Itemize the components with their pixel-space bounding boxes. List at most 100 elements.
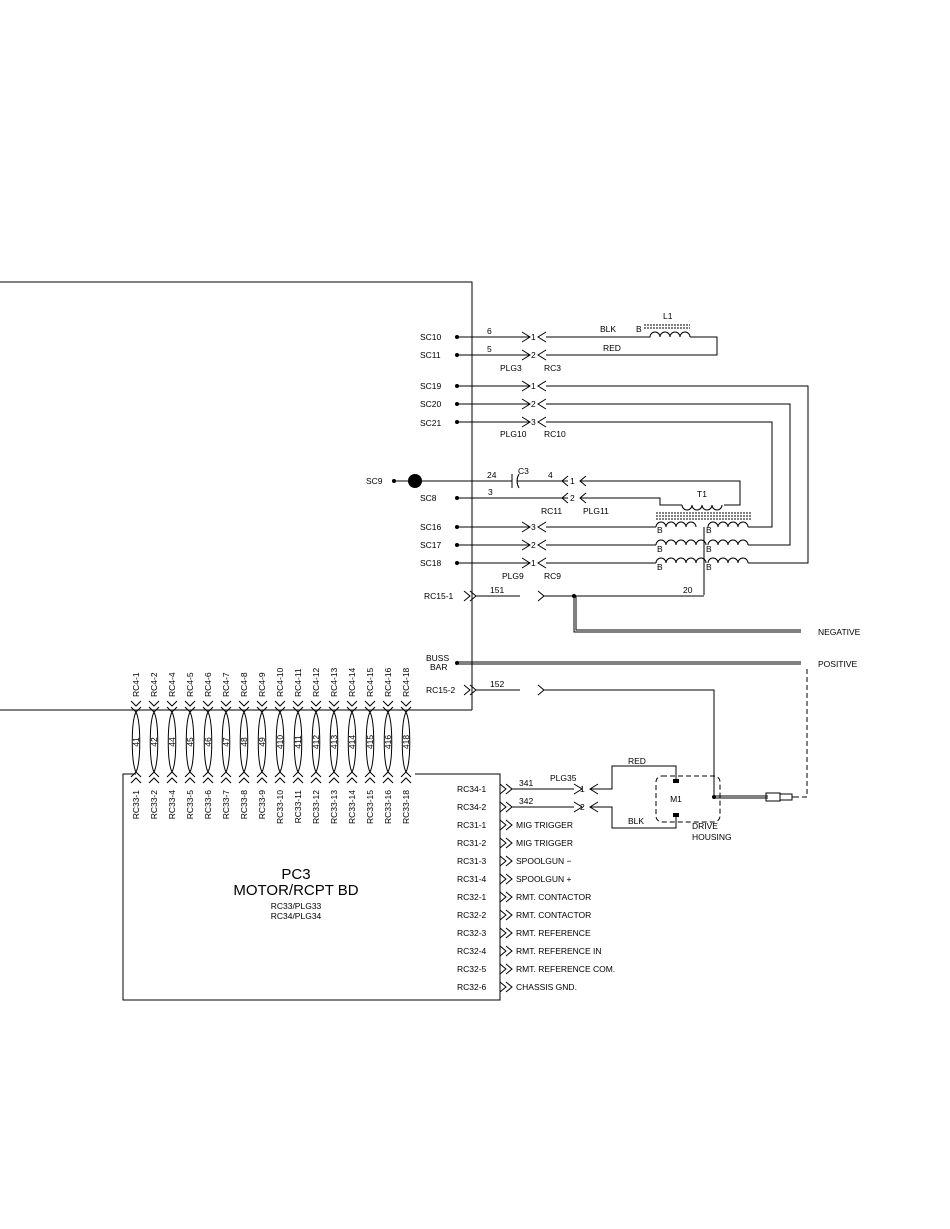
svg-text:3: 3	[531, 522, 536, 532]
svg-text:RC11: RC11	[541, 506, 562, 516]
rc33-pin-label: RC33-18	[401, 790, 411, 824]
svg-text:1: 1	[531, 381, 536, 391]
rc4-pin-label: RC4-6	[203, 672, 213, 697]
output-terminals-group: RC15-1 151 20 NEGATIVE BUSS BAR POSITIVE…	[424, 585, 861, 798]
rc33-pin-mark	[220, 777, 232, 784]
svg-text:L1: L1	[663, 311, 673, 321]
rc4-pin-mark	[202, 700, 214, 707]
signal-description: SPOOLGUN +	[516, 874, 572, 884]
svg-text:PLG10: PLG10	[500, 429, 527, 439]
sc10-label: SC10	[420, 332, 442, 342]
rc33-pin-mark	[238, 777, 250, 784]
svg-text:B: B	[657, 525, 663, 535]
rc33-pin-mark	[184, 771, 196, 778]
ribbon-conductor	[239, 711, 245, 773]
rc33-pin-label: RC33-7	[221, 790, 231, 820]
main-board-outline	[0, 281, 473, 710]
wire-number: 415	[365, 735, 375, 749]
ribbon-conductor	[401, 711, 407, 773]
svg-text:1: 1	[531, 332, 536, 342]
signal-description: MIG TRIGGER	[516, 838, 573, 848]
signal-description: RMT. REFERENCE	[516, 928, 591, 938]
svg-text:HOUSING: HOUSING	[692, 832, 732, 842]
svg-text:B: B	[657, 562, 663, 572]
ribbon-conductor	[225, 711, 231, 773]
signal-pin-label: RC31-1	[457, 820, 487, 830]
svg-text:B: B	[706, 544, 712, 554]
signal-pin-label: RC31-3	[457, 856, 487, 866]
ribbon-conductor	[153, 711, 159, 773]
ribbon-conductor	[369, 711, 375, 773]
rc33-pin-mark	[202, 771, 214, 778]
wire-number: 41	[131, 737, 141, 747]
positive-label: POSITIVE	[818, 659, 858, 669]
rc4-pin-label: RC4-10	[275, 667, 285, 697]
rc4-pin-label: RC4-16	[383, 667, 393, 697]
rc33-pin-label: RC33-4	[167, 790, 177, 820]
svg-text:342: 342	[519, 796, 533, 806]
signal-description: RMT. CONTACTOR	[516, 910, 591, 920]
signal-pin-label: RC32-3	[457, 928, 487, 938]
signal-pin-mark	[505, 981, 513, 993]
wire-number: 49	[257, 737, 267, 747]
rc33-pin-mark	[256, 777, 268, 784]
ribbon-conductor	[185, 711, 191, 773]
rc15-2-label: RC15-2	[426, 685, 456, 695]
rc33-pin-mark	[130, 771, 142, 778]
svg-text:M1: M1	[670, 794, 682, 804]
svg-text:2: 2	[531, 540, 536, 550]
signal-pin-label: RC32-6	[457, 982, 487, 992]
rc4-pin-mark	[256, 700, 268, 707]
wire-number: 48	[239, 737, 249, 747]
rc4-pin-mark	[238, 700, 250, 707]
rc4-pin-mark	[400, 700, 412, 707]
motor-m1	[664, 786, 688, 810]
rc33-pin-mark	[130, 777, 142, 784]
drive-housing-box	[655, 775, 721, 823]
signal-pin-mark	[505, 963, 513, 975]
rc4-pin-label: RC4-11	[293, 668, 303, 697]
rc33-pin-label: RC33-16	[383, 790, 393, 824]
signal-pin-mark	[499, 981, 507, 993]
rc4-pin-label: RC4-7	[221, 672, 231, 697]
sc8-label: SC8	[420, 493, 437, 503]
ribbon-conductor	[167, 711, 173, 773]
ribbon-conductor	[347, 711, 353, 773]
rc33-pin-label: RC33-9	[257, 790, 267, 820]
ribbon-conductor	[365, 711, 371, 773]
ribbon-conductor	[203, 711, 209, 773]
svg-text:2: 2	[531, 350, 536, 360]
rc33-pin-label: RC33-13	[329, 790, 339, 824]
pc3-board: PC3 MOTOR/RCPT BD RC33/PLG33 RC34/PLG34	[122, 773, 501, 1001]
rc33-pin-mark	[310, 771, 322, 778]
rc4-pin-mark	[166, 700, 178, 707]
ribbon-conductor	[243, 711, 249, 773]
ground-connector-icon	[765, 792, 796, 802]
rc33-pin-label: RC33-10	[275, 790, 285, 824]
signal-pin-mark	[499, 927, 507, 939]
plg3-label: PLG3	[500, 363, 522, 373]
rc4-pin-label: RC4-4	[167, 672, 177, 697]
svg-text:3: 3	[531, 417, 536, 427]
rc33-pin-mark	[220, 771, 232, 778]
svg-text:152: 152	[490, 679, 504, 689]
rc33-pin-mark	[346, 771, 358, 778]
negative-terminal	[801, 625, 813, 637]
ribbon-cable-group: RC4-141RC33-1RC4-242RC33-2RC4-444RC33-4R…	[130, 667, 412, 824]
wire-5-label: 5	[487, 344, 492, 354]
ribbon-conductor	[131, 711, 137, 773]
svg-text:2: 2	[580, 802, 585, 812]
c3-label: C3	[518, 466, 529, 476]
rc33-pin-mark	[184, 777, 196, 784]
wire-number: 411	[293, 735, 303, 749]
plg10-connector-group: SC19 1 SC20 2 SC21 3 PLG10 RC10	[420, 380, 809, 564]
signal-pin-mark	[505, 891, 513, 903]
rc4-pin-label: RC4-8	[239, 672, 249, 697]
rc4-pin-label: RC4-18	[401, 667, 411, 697]
rc4-pin-label: RC4-2	[149, 672, 159, 697]
rc33-pin-mark	[238, 771, 250, 778]
pc3-subtitle: MOTOR/RCPT BD	[233, 882, 358, 899]
rc33-pin-mark	[328, 771, 340, 778]
rc33-pin-mark	[166, 777, 178, 784]
